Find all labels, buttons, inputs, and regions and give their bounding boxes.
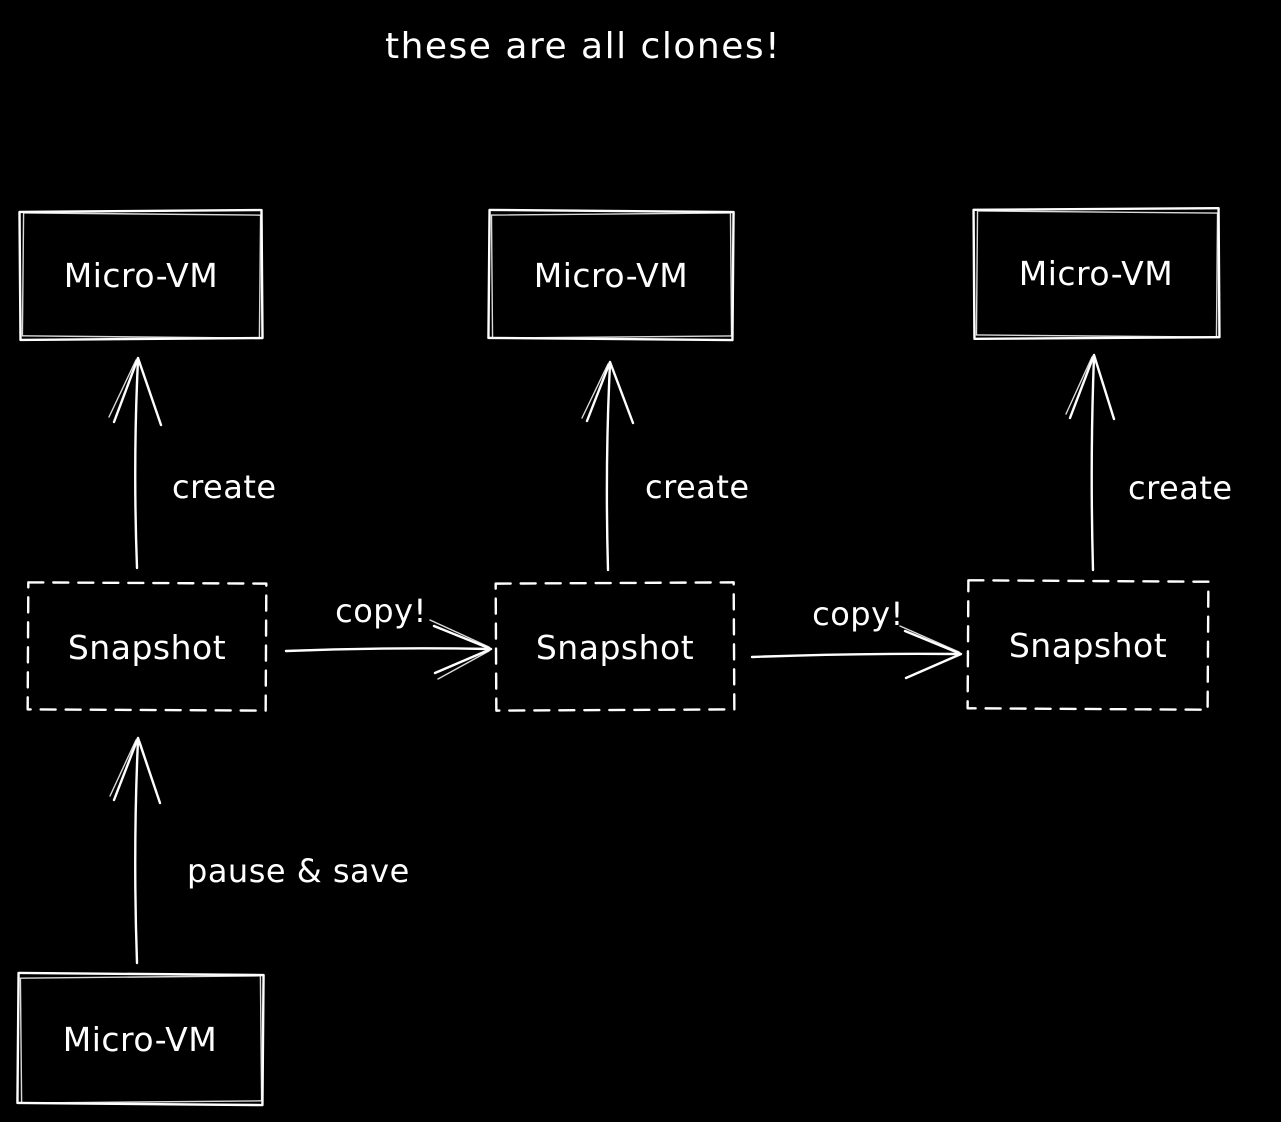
arrow-head: [432, 624, 493, 675]
node-micro-vm-clone-1: Micro-VM: [18, 208, 264, 342]
snapshot-label: Snapshot: [68, 628, 226, 667]
snapshot-label: Snapshot: [536, 628, 694, 667]
arrow-shaft: [750, 652, 962, 659]
arrow-head-sketch: [1065, 356, 1093, 415]
micro-vm-label: Micro-VM: [63, 1020, 217, 1059]
node-snapshot-2: Snapshot: [494, 581, 736, 712]
edge-create-3: create: [1065, 353, 1233, 572]
arrow-shaft: [134, 738, 140, 965]
node-micro-vm-source: Micro-VM: [16, 971, 265, 1107]
edge-label-copy: copy!: [812, 595, 904, 633]
micro-vm-box-outline: [18, 208, 264, 342]
node-micro-vm-clone-3: Micro-VM: [972, 206, 1221, 341]
arrow-head: [903, 629, 963, 680]
micro-vm-box-outline-sketch: [490, 212, 733, 339]
arrow-head: [112, 356, 163, 427]
micro-vm-box-outline-sketch: [21, 212, 262, 339]
edge-pause-save: pause & save: [109, 736, 410, 965]
micro-vm-label: Micro-VM: [1019, 254, 1173, 293]
micro-vm-label: Micro-VM: [534, 256, 688, 295]
micro-vm-box-outline: [972, 206, 1221, 341]
micro-vm-box-outline: [487, 208, 735, 342]
snapshot-box-outline: [494, 581, 736, 712]
edge-label-create: create: [645, 468, 750, 506]
arrow-shaft: [1090, 355, 1096, 572]
arrow-shaft: [605, 362, 612, 572]
snapshot-box-outline: [26, 581, 268, 712]
micro-vm-label: Micro-VM: [64, 256, 218, 295]
edge-label-create: create: [172, 468, 277, 506]
edge-create-1: create: [108, 356, 277, 570]
node-snapshot-1: Snapshot: [26, 581, 268, 712]
arrow-head-sketch: [899, 625, 960, 653]
snapshot-label: Snapshot: [1009, 626, 1167, 665]
arrow-head-sketch: [429, 619, 490, 680]
diagram-title: these are all clones!: [385, 26, 781, 67]
arrow-head: [1068, 353, 1116, 421]
arrow-shaft: [134, 358, 140, 570]
micro-vm-box-outline-sketch: [19, 975, 263, 1104]
edge-create-2: create: [581, 360, 750, 572]
edge-copy-1: copy!: [284, 592, 493, 680]
edge-copy-2: copy!: [750, 595, 963, 680]
edge-label-copy: copy!: [335, 592, 427, 630]
edge-label-create: create: [1128, 469, 1233, 507]
arrow-head-sketch: [581, 363, 609, 419]
node-snapshot-3: Snapshot: [966, 579, 1210, 711]
edge-label-pause-save: pause & save: [187, 852, 410, 890]
node-micro-vm-clone-2: Micro-VM: [487, 208, 735, 342]
arrow-head: [585, 360, 635, 425]
micro-vm-box-outline: [16, 971, 265, 1107]
arrow-head-sketch: [109, 739, 158, 797]
arrow-head-sketch: [108, 359, 137, 418]
snapshot-box-outline: [966, 579, 1210, 711]
micro-vm-box-outline-sketch: [975, 210, 1219, 338]
arrow-shaft: [284, 647, 492, 653]
